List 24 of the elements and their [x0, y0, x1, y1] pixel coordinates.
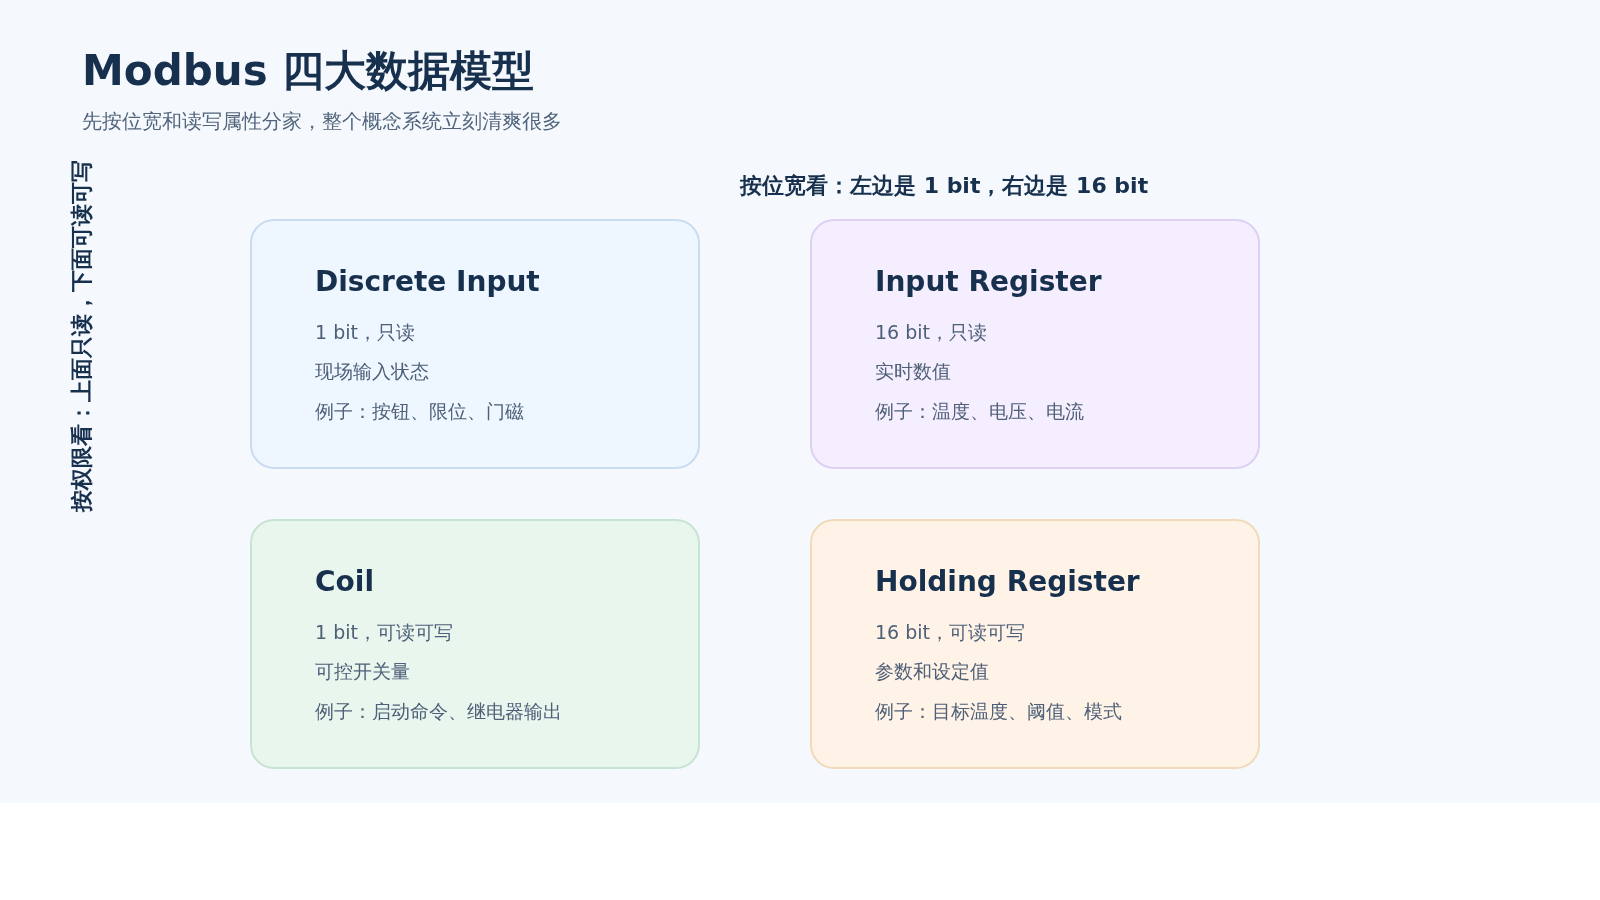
- axis-label: 按权限看：上面只读，下面可读可写: [68, 160, 95, 512]
- card-text: 现场输入状态: [315, 359, 429, 384]
- card-title: Discrete Input: [315, 265, 540, 299]
- card-text: 例子：目标温度、阈值、模式: [875, 699, 1122, 724]
- data-model-card: [810, 219, 1260, 469]
- card-text: 参数和设定值: [875, 659, 989, 684]
- card-title: Holding Register: [875, 565, 1140, 599]
- card-text: 例子：启动命令、继电器输出: [315, 699, 562, 724]
- card-text: 16 bit，只读: [875, 320, 987, 345]
- card-text: 例子：按钮、限位、门磁: [315, 399, 524, 424]
- card-text: 实时数值: [875, 359, 951, 384]
- card-title: Input Register: [875, 265, 1102, 299]
- card-text: 1 bit，可读可写: [315, 620, 453, 645]
- card-title: Coil: [315, 565, 374, 599]
- subtitle: 先按位宽和读写属性分家，整个概念系统立刻清爽很多: [82, 108, 562, 134]
- data-model-card: [810, 519, 1260, 769]
- data-model-card: [250, 219, 700, 469]
- card-text: 例子：温度、电压、电流: [875, 399, 1084, 424]
- card-text: 16 bit，可读可写: [875, 620, 1025, 645]
- card-text: 可控开关量: [315, 659, 410, 684]
- page-title: Modbus 四大数据模型: [82, 46, 535, 97]
- axis-label: 按位宽看：左边是 1 bit，右边是 16 bit: [740, 172, 1149, 200]
- data-model-card: [250, 519, 700, 769]
- card-text: 1 bit，只读: [315, 320, 415, 345]
